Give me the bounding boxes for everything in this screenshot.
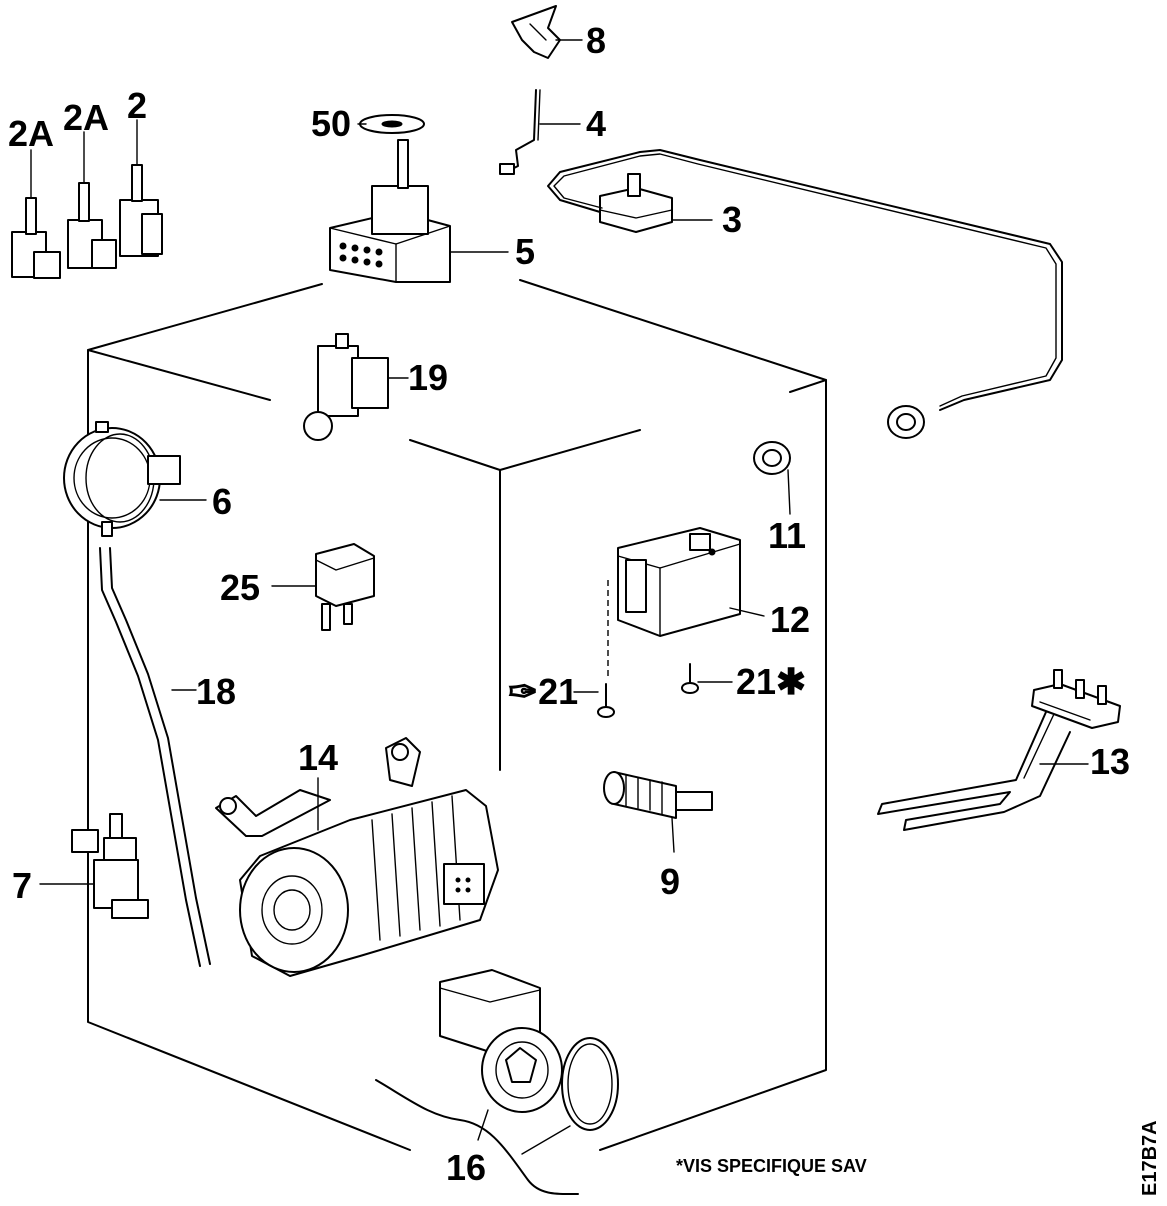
drawing-code: E17B7A <box>1139 1120 1161 1196</box>
label-12: 12 <box>770 599 810 640</box>
part-19-door-lock: 19 <box>303 333 448 441</box>
label-14: 14 <box>298 737 338 778</box>
label-2a-left: 2A <box>8 113 54 154</box>
part-12-switch-block: 12 <box>607 527 810 680</box>
part-14-motor: 14 <box>215 737 499 977</box>
part-13-heating-element: 13 <box>877 669 1130 831</box>
cabinet-outline <box>87 279 827 1151</box>
label-11: 11 <box>768 515 806 556</box>
label-3: 3 <box>722 199 742 240</box>
part-2a-middle-switch: 2A <box>63 97 117 269</box>
part-18-hose: 18 <box>99 547 236 967</box>
label-18: 18 <box>196 671 236 712</box>
part-8-clip: 8 <box>511 5 606 61</box>
part-25-suppressor: 25 <box>220 543 375 631</box>
label-2: 2 <box>127 85 147 126</box>
part-21-screws: ✑21 21✱ <box>508 661 806 718</box>
label-50: 50 <box>311 103 351 144</box>
part-3-thermostat: 3 <box>547 149 1063 439</box>
part-5-programmer-timer: 5 <box>329 139 535 283</box>
label-19: 19 <box>408 357 448 398</box>
label-8: 8 <box>586 20 606 61</box>
part-6-pressure-switch: 6 <box>63 421 232 537</box>
label-13: 13 <box>1090 741 1130 782</box>
label-9: 9 <box>660 861 680 902</box>
footnote-text: *VIS SPECIFIQUE SAV <box>676 1156 867 1176</box>
label-7: 7 <box>12 865 32 906</box>
part-4-sensor-wire: 4 <box>499 89 606 175</box>
label-25: 25 <box>220 567 260 608</box>
label-6: 6 <box>212 481 232 522</box>
label-21-right: 21✱ <box>736 661 806 702</box>
part-11-bushing: 11 <box>753 441 806 556</box>
part-9-filter: 9 <box>603 771 713 902</box>
part-2-switch: 2 <box>119 85 163 257</box>
part-50-knob-cap: 50 <box>311 103 425 144</box>
label-5: 5 <box>515 231 535 272</box>
part-16-drain-pump: 16 <box>375 969 619 1196</box>
part-7-water-valve: 7 <box>12 813 149 919</box>
part-2a-left-switch: 2A <box>8 113 61 279</box>
label-21-left: ✑21 <box>508 671 578 712</box>
label-2a-middle: 2A <box>63 97 109 138</box>
label-4: 4 <box>586 103 606 144</box>
label-16: 16 <box>446 1147 486 1188</box>
